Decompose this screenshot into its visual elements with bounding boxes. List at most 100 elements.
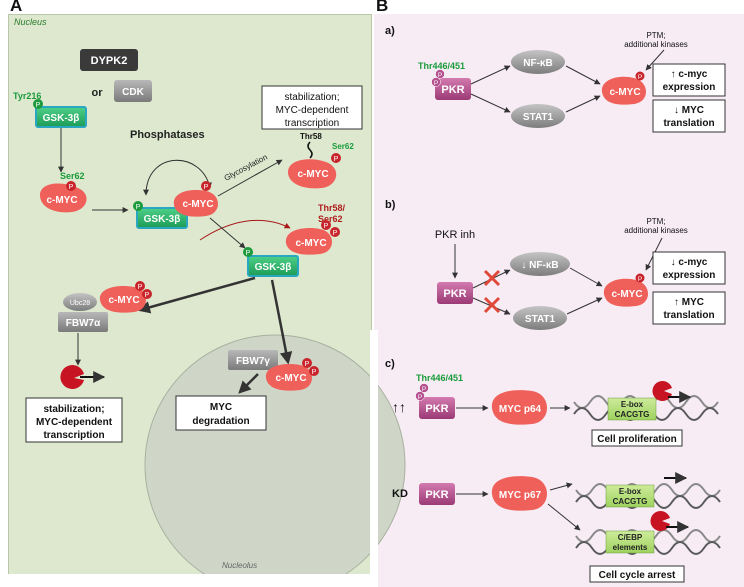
ser62-label-top: Ser62 bbox=[332, 142, 354, 151]
phosphatase-cycle-arrow bbox=[143, 159, 212, 196]
kd-label: KD bbox=[392, 488, 408, 500]
phospho-green-icon bbox=[243, 247, 253, 257]
stab-top-line1: stabilization; bbox=[284, 92, 339, 103]
nucleolus-mask-right bbox=[370, 330, 378, 587]
phospho-red-icon bbox=[302, 358, 312, 368]
phospho-label: P bbox=[204, 184, 209, 191]
gsk3b-top-box bbox=[35, 106, 87, 128]
box-b1-line1: ↓ c-myc bbox=[671, 257, 708, 268]
phospho-label: P bbox=[136, 204, 141, 211]
box-b2-line2: translation bbox=[663, 310, 714, 321]
pkr-box-c1 bbox=[419, 397, 455, 419]
cross-mark-icon bbox=[483, 269, 501, 287]
phospho-red-icon bbox=[66, 181, 76, 191]
pacman-transcription-icon bbox=[652, 380, 672, 401]
ubc28-ellipse bbox=[63, 293, 97, 311]
phospho-red-icon bbox=[201, 181, 211, 191]
phospho-label: P bbox=[333, 230, 338, 237]
cmyc-lower-label: c-MYC bbox=[295, 238, 326, 249]
cell-cycle-arrest-box bbox=[589, 565, 685, 583]
gsk3b-lower-box bbox=[247, 255, 299, 277]
cmyc-left-blob bbox=[40, 183, 87, 213]
nfkb-label-a: NF-κB bbox=[523, 58, 552, 69]
stat1-label-a: STAT1 bbox=[523, 112, 554, 123]
cmyc-top-label: c-MYC bbox=[297, 169, 328, 180]
pkr-box-c2 bbox=[419, 483, 455, 505]
phospho-magenta-icon bbox=[415, 391, 425, 401]
ebox-line1-1: E-box bbox=[621, 400, 644, 409]
cdk-label: CDK bbox=[122, 87, 144, 98]
phospho-green-icon bbox=[33, 99, 43, 109]
or-label: or bbox=[92, 87, 104, 99]
stat1-ellipse bbox=[511, 104, 565, 128]
phospho-magenta-icon bbox=[419, 383, 429, 393]
box-a2-line2: translation bbox=[663, 118, 714, 129]
phospho-label: P bbox=[145, 292, 150, 299]
cell-proliferation-label: Cell proliferation bbox=[597, 434, 676, 445]
phospho-magenta-icon bbox=[431, 77, 441, 87]
pacman-transcription-icon bbox=[650, 511, 670, 531]
gsk3b-mid-label: GSK-3β bbox=[144, 214, 181, 225]
cebp-line1: C/EBP bbox=[618, 533, 643, 542]
phospho-label: P bbox=[36, 102, 41, 109]
box-a1-line2: expression bbox=[663, 82, 716, 93]
ebox-line2-2: CACGTG bbox=[613, 497, 648, 506]
myc-p67-blob bbox=[491, 476, 547, 511]
thr446-label-c: Thr446/451 bbox=[416, 373, 463, 383]
cmyc-fbw7g-blob bbox=[265, 364, 312, 391]
nfkb-ellipse-b bbox=[510, 252, 570, 276]
phospho-label: P bbox=[305, 361, 310, 368]
ebox-line1-2: E-box bbox=[619, 487, 642, 496]
stabilization-bottom-box bbox=[25, 397, 123, 443]
box-a2-line1: ↓ MYC bbox=[674, 105, 704, 116]
stab-top-line3: transcription bbox=[285, 118, 339, 129]
ptm-line2-b: additional kinases bbox=[624, 226, 688, 235]
arrow-p67-dna1 bbox=[549, 482, 573, 491]
phospho-label: P bbox=[418, 394, 422, 401]
gsk3b-top-label: GSK-3β bbox=[43, 113, 80, 124]
panel-b-letter: B bbox=[376, 0, 389, 15]
fbw7a-label: FBW7α bbox=[66, 318, 101, 329]
fbw7g-box bbox=[228, 350, 278, 370]
arrow-to-fbw7g bbox=[270, 279, 293, 365]
phospho-red-icon bbox=[321, 220, 331, 230]
cmyc-lower-blob bbox=[285, 228, 332, 255]
myc-p67-label: MYC p67 bbox=[499, 490, 542, 501]
arrow-to-degradation bbox=[238, 373, 259, 394]
cell-cycle-arrest-label: Cell cycle arrest bbox=[599, 570, 676, 581]
fbw7a-box bbox=[58, 312, 108, 332]
tyr216-label: Tyr216 bbox=[13, 91, 41, 101]
phospho-red-icon bbox=[142, 289, 152, 299]
ptm-line1-a: PTM; bbox=[646, 31, 665, 40]
ser62-label-left: Ser62 bbox=[60, 171, 85, 181]
phospho-label: P bbox=[324, 223, 329, 230]
phospho-label: P bbox=[246, 250, 251, 257]
phosphatases-label: Phosphatases bbox=[130, 129, 205, 141]
subpanel-c-label: c) bbox=[385, 358, 395, 370]
ebox-box-1 bbox=[607, 397, 657, 421]
subpanel-a-label: a) bbox=[385, 25, 395, 37]
cmyc-label-b: c-MYC bbox=[611, 289, 642, 300]
phospho-label: P bbox=[434, 80, 438, 87]
phospho-label: P bbox=[69, 184, 74, 191]
myc-p64-label: MYC p64 bbox=[499, 404, 542, 415]
pkr-label-a: PKR bbox=[441, 84, 464, 96]
fbw7g-label: FBW7γ bbox=[236, 356, 270, 367]
stab-top-line2: MYC-dependent bbox=[276, 105, 349, 116]
phospho-label: P bbox=[334, 156, 339, 163]
cmyc-fbw7a-blob bbox=[99, 286, 146, 313]
red-arrow-to-complex bbox=[199, 219, 291, 241]
phospho-red-icon bbox=[331, 153, 341, 163]
arrow-nfkb-cmyc bbox=[565, 65, 601, 85]
pkr-box-b bbox=[437, 282, 473, 304]
dypk2-box bbox=[80, 49, 138, 71]
cross-mark-icon bbox=[483, 296, 501, 314]
cmyc-blob-a bbox=[601, 76, 646, 105]
arrow-to-fbw7a bbox=[137, 276, 256, 314]
pkr-label-c1: PKR bbox=[425, 403, 448, 415]
ptm-line2-a: additional kinases bbox=[624, 40, 688, 49]
myc-translation-box-b bbox=[652, 291, 726, 325]
arrow-pkr-stat1 bbox=[470, 93, 511, 113]
cmyc-top-blob bbox=[288, 159, 337, 189]
